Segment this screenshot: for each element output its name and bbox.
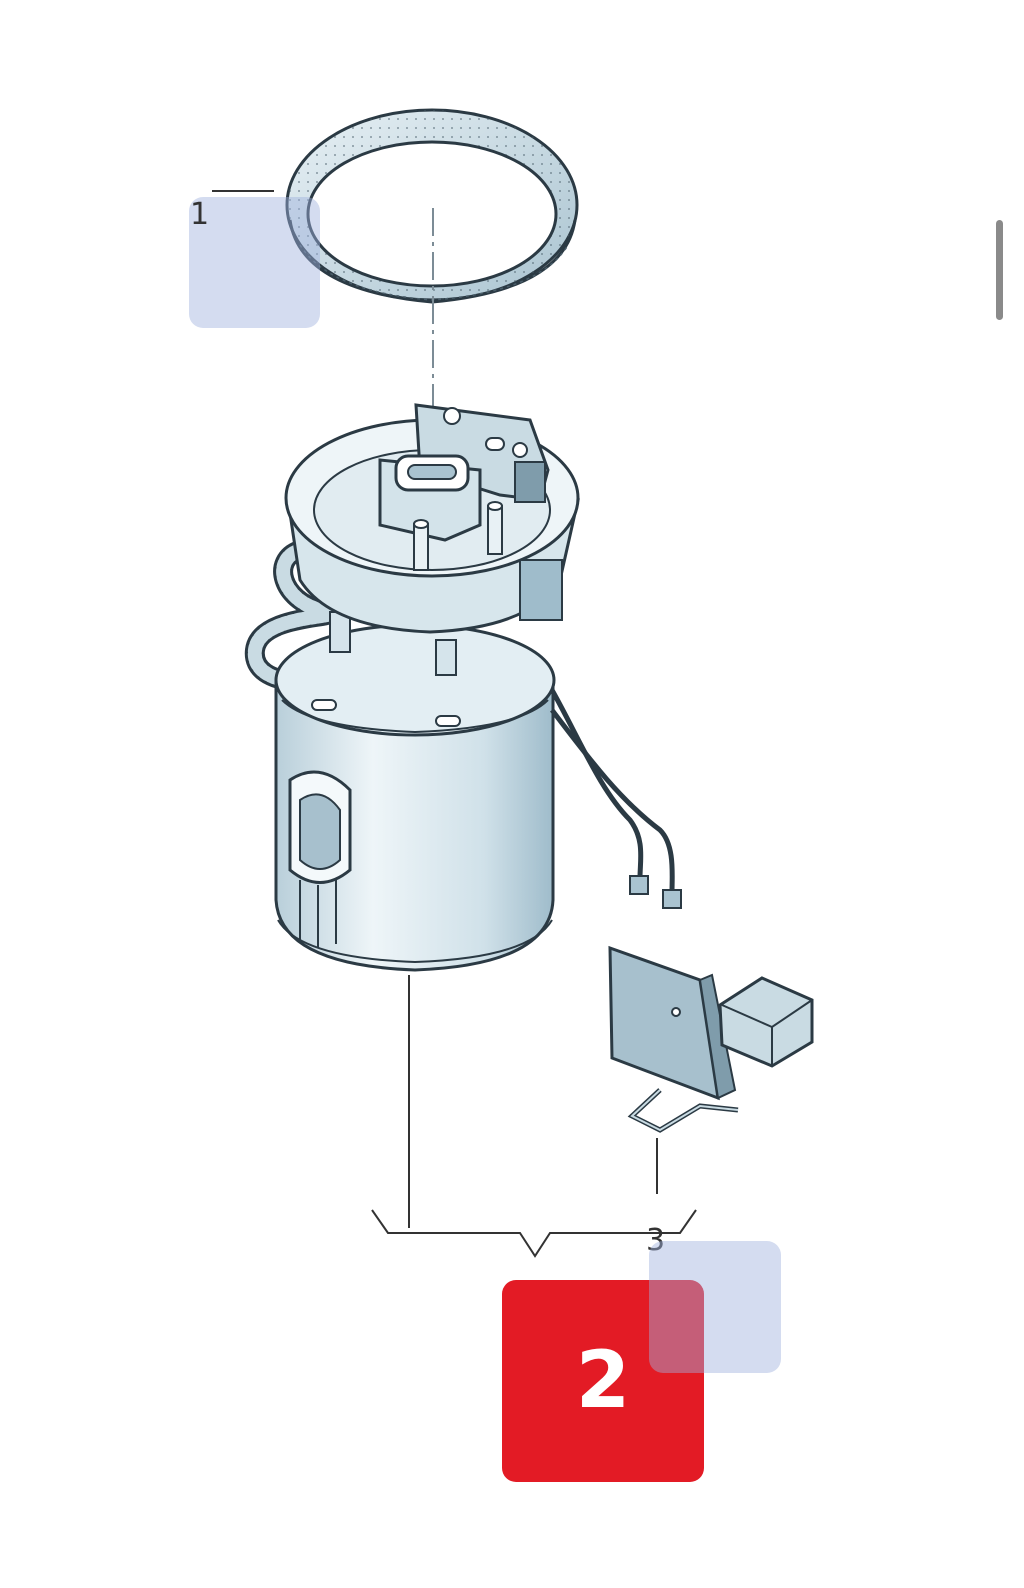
callout-1-hotspot[interactable] [189,197,320,328]
fuel-pump-module-part [244,403,682,972]
assembly-bracket [371,1209,697,1258]
callout-3-label: 3 [646,1223,666,1258]
level-sender-part [608,945,814,1133]
callout-1-label: 1 [190,197,210,232]
callout-2-label: 2 [575,1336,631,1426]
callout-3-hotspot[interactable] [649,1241,781,1373]
locking-ring-part [285,108,579,304]
scrollbar-thumb[interactable] [996,220,1003,320]
callout-2-hotspot[interactable]: 2 [502,1280,704,1482]
